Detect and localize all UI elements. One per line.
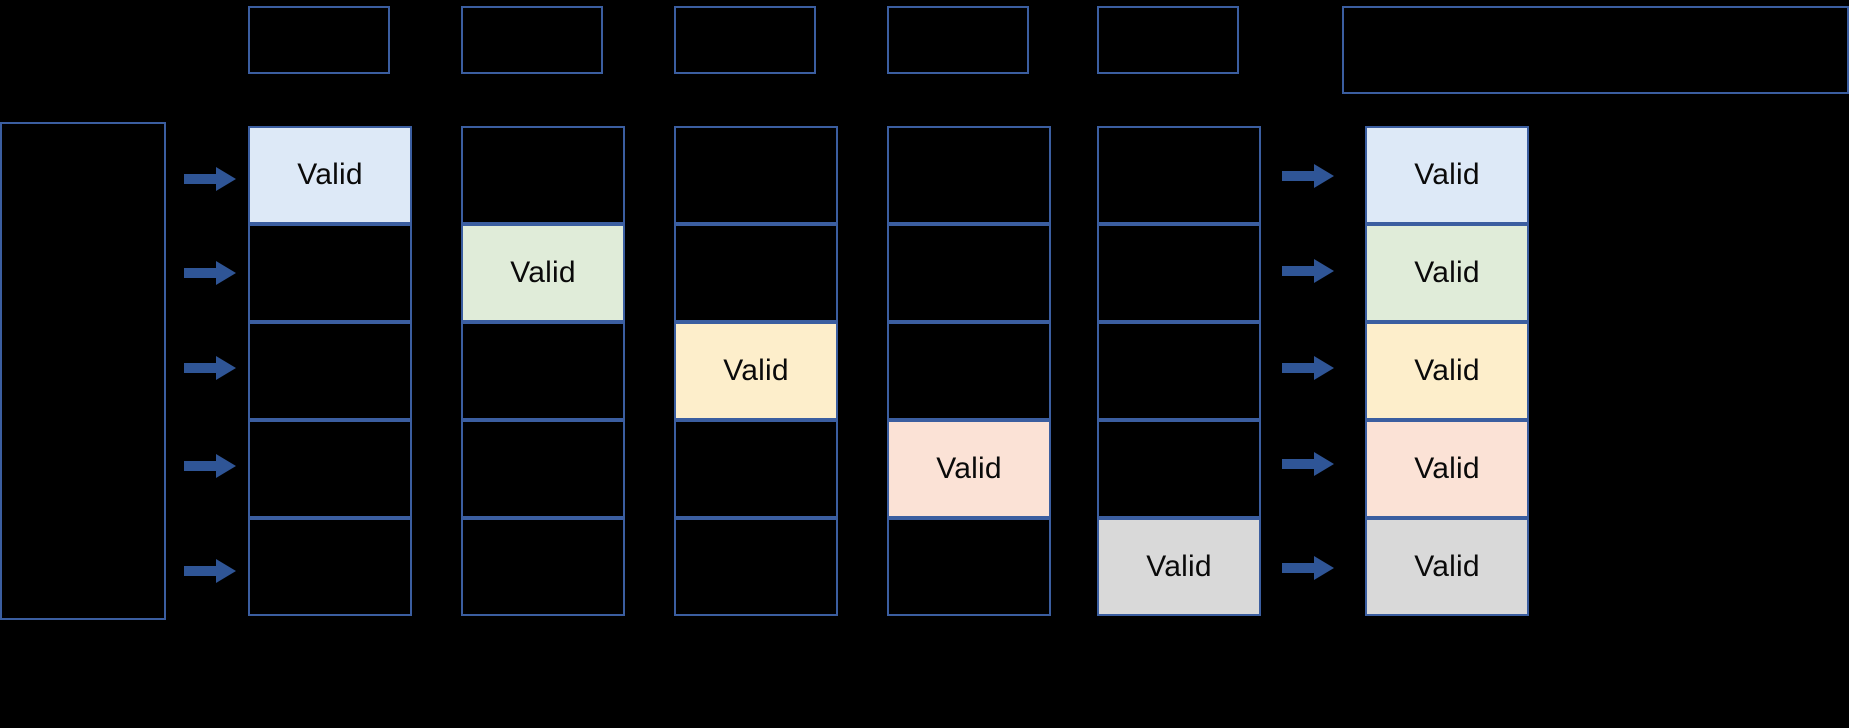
- cell-stage-2-row-2[interactable]: Valid: [461, 224, 625, 322]
- cell-stage-2-row-1[interactable]: [461, 126, 625, 224]
- cell-label: Valid: [1414, 158, 1480, 191]
- arrow-in-4-head: [216, 454, 236, 478]
- arrow-in-5-shaft: [184, 566, 218, 576]
- cell-stage-4-row-3[interactable]: [887, 322, 1051, 420]
- cell-stage-3-row-4[interactable]: [674, 420, 838, 518]
- cell-stage-3-row-3[interactable]: Valid: [674, 322, 838, 420]
- arrow-out-1-shaft: [1282, 171, 1316, 181]
- arrow-out-5-shaft: [1282, 563, 1316, 573]
- source-box[interactable]: [0, 122, 166, 620]
- arrow-in-4-shaft: [184, 461, 218, 471]
- cell-stage-5-row-1[interactable]: [1097, 126, 1261, 224]
- cell-stage-5-row-5[interactable]: Valid: [1097, 518, 1261, 616]
- arrow-in-3-shaft: [184, 363, 218, 373]
- header-box-5[interactable]: [1097, 6, 1239, 74]
- header-box-3[interactable]: [674, 6, 816, 74]
- cell-result-row-1[interactable]: Valid: [1365, 126, 1529, 224]
- cell-stage-2-row-4[interactable]: [461, 420, 625, 518]
- cell-stage-4-row-5[interactable]: [887, 518, 1051, 616]
- arrow-out-2-shaft: [1282, 266, 1316, 276]
- cell-stage-4-row-1[interactable]: [887, 126, 1051, 224]
- cell-label: Valid: [1414, 452, 1480, 485]
- cell-label: Valid: [723, 354, 789, 387]
- arrow-in-5-head: [216, 559, 236, 583]
- cell-stage-4-row-4[interactable]: Valid: [887, 420, 1051, 518]
- cell-stage-3-row-2[interactable]: [674, 224, 838, 322]
- cell-stage-1-row-2[interactable]: [248, 224, 412, 322]
- cell-result-row-2[interactable]: Valid: [1365, 224, 1529, 322]
- cell-stage-3-row-1[interactable]: [674, 126, 838, 224]
- cell-stage-2-row-5[interactable]: [461, 518, 625, 616]
- cell-stage-3-row-5[interactable]: [674, 518, 838, 616]
- cell-stage-1-row-1[interactable]: Valid: [248, 126, 412, 224]
- arrow-in-2-head: [216, 261, 236, 285]
- arrow-in-3-head: [216, 356, 236, 380]
- header-box-4[interactable]: [887, 6, 1029, 74]
- cell-label: Valid: [1414, 354, 1480, 387]
- cell-stage-1-row-3[interactable]: [248, 322, 412, 420]
- cell-label: Valid: [936, 452, 1002, 485]
- cell-label: Valid: [1146, 550, 1212, 583]
- header-box-1[interactable]: [248, 6, 390, 74]
- arrow-in-2-shaft: [184, 268, 218, 278]
- cell-result-row-5[interactable]: Valid: [1365, 518, 1529, 616]
- cell-label: Valid: [510, 256, 576, 289]
- cell-label: Valid: [1414, 550, 1480, 583]
- cell-stage-5-row-3[interactable]: [1097, 322, 1261, 420]
- cell-stage-5-row-4[interactable]: [1097, 420, 1261, 518]
- cell-result-row-4[interactable]: Valid: [1365, 420, 1529, 518]
- cell-stage-1-row-4[interactable]: [248, 420, 412, 518]
- header-box-6[interactable]: [1342, 6, 1849, 94]
- arrow-out-2-head: [1314, 259, 1334, 283]
- header-box-2[interactable]: [461, 6, 603, 74]
- arrow-out-3-head: [1314, 356, 1334, 380]
- arrow-out-3-shaft: [1282, 363, 1316, 373]
- cell-label: Valid: [1414, 256, 1480, 289]
- cell-stage-5-row-2[interactable]: [1097, 224, 1261, 322]
- arrow-in-1-head: [216, 167, 236, 191]
- arrow-out-1-head: [1314, 164, 1334, 188]
- cell-stage-1-row-5[interactable]: [248, 518, 412, 616]
- arrow-in-1-shaft: [184, 174, 218, 184]
- cell-stage-2-row-3[interactable]: [461, 322, 625, 420]
- arrow-out-4-shaft: [1282, 459, 1316, 469]
- cell-label: Valid: [297, 158, 363, 191]
- arrow-out-5-head: [1314, 556, 1334, 580]
- arrow-out-4-head: [1314, 452, 1334, 476]
- cell-stage-4-row-2[interactable]: [887, 224, 1051, 322]
- cell-result-row-3[interactable]: Valid: [1365, 322, 1529, 420]
